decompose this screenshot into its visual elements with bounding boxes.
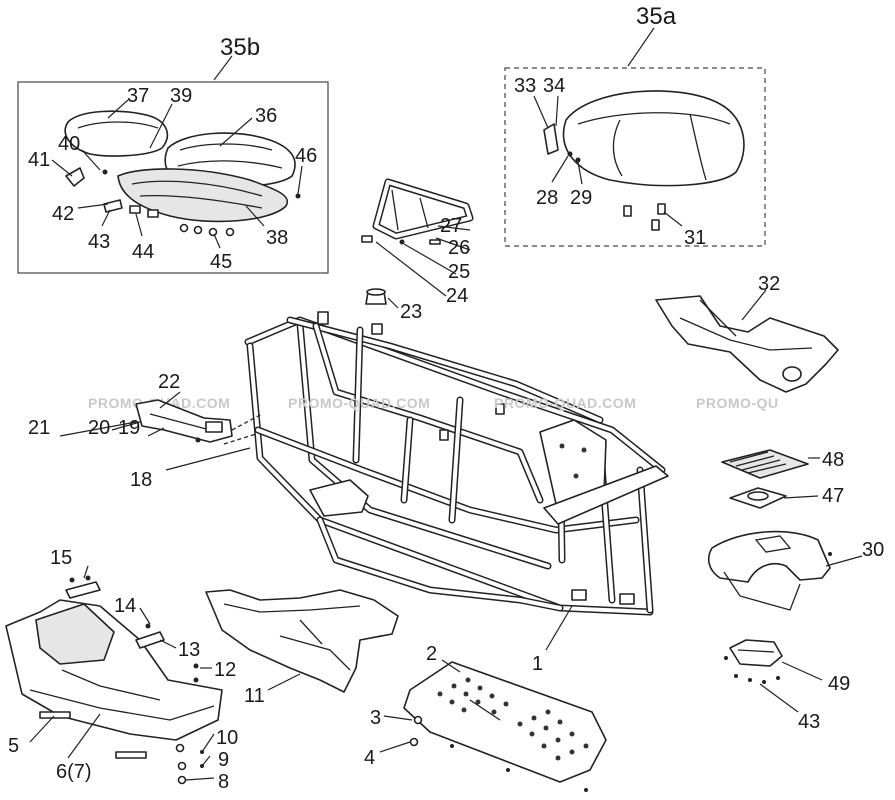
bolt-31b (657, 203, 666, 215)
latch-33 (543, 123, 559, 155)
seat-cushion-37 (64, 110, 169, 157)
watermark-4: PROMO-QU (696, 395, 779, 411)
seat-a-box (504, 67, 766, 247)
label-30: 30 (862, 539, 884, 561)
label-6-7: 6(7) (56, 761, 92, 783)
grommet-45a (179, 223, 189, 233)
bolt-31c (651, 219, 660, 231)
label-4: 4 (364, 747, 375, 769)
label-43-seat: 43 (88, 231, 110, 253)
footboard-2 (403, 661, 607, 783)
label-12: 12 (214, 659, 236, 681)
label-32: 32 (758, 273, 780, 295)
label-9: 9 (218, 749, 229, 771)
bushing-24 (361, 235, 373, 243)
label-44: 44 (132, 241, 154, 263)
seat-a-group: 35a 33 34 28 29 31 (504, 3, 766, 249)
label-45: 45 (210, 251, 232, 273)
clip-42 (103, 199, 123, 213)
plate-15 (65, 581, 101, 599)
cover-32-group: 32 (655, 273, 839, 393)
label-18: 18 (130, 469, 152, 491)
label-47: 47 (822, 485, 844, 507)
front-bar (543, 465, 669, 525)
seat-cushion-35a (562, 90, 745, 187)
label-25: 25 (448, 261, 470, 283)
seat-a-label: 35a (636, 3, 677, 30)
label-42: 42 (52, 203, 74, 225)
label-14: 14 (114, 595, 136, 617)
main-frame-1: 1 (244, 311, 669, 675)
mount-23-group: 23 (365, 288, 422, 323)
front-plate (539, 419, 607, 505)
label-33: 33 (514, 75, 536, 97)
cover-30 (707, 530, 831, 583)
footwell-group: 15 14 13 12 5 6(7) 10 9 8 (5, 547, 238, 793)
label-37: 37 (127, 85, 149, 107)
label-21: 21 (28, 417, 50, 439)
seat-b-group: 35b 37 39 36 (17, 34, 329, 274)
label-13: 13 (178, 639, 200, 661)
bolt-31a (623, 205, 632, 217)
label-36: 36 (255, 105, 277, 127)
watermark-2: PROMO-QUAD.COM (288, 395, 430, 411)
side-panel-11 (205, 589, 399, 693)
watermark-3: PROMO-QUAD.COM (494, 395, 636, 411)
label-5: 5 (8, 735, 19, 757)
label-27: 27 (440, 215, 462, 237)
side-panel-group: 11 (205, 589, 399, 707)
grommet-45c (208, 227, 218, 237)
label-15: 15 (50, 547, 72, 569)
label-34: 34 (543, 75, 565, 97)
label-28: 28 (536, 187, 558, 209)
label-31: 31 (684, 227, 706, 249)
label-26: 26 (448, 237, 470, 259)
bracket-41 (65, 167, 85, 187)
foot-bracket (309, 479, 369, 517)
label-41: 41 (28, 149, 50, 171)
footboard-holes (437, 677, 589, 761)
label-29: 29 (570, 187, 592, 209)
label-49: 49 (828, 673, 850, 695)
side-bracket-group: 22 21 20 19 18 (28, 371, 263, 491)
label-40: 40 (58, 133, 80, 155)
label-39: 39 (170, 85, 192, 107)
label-38: 38 (266, 227, 288, 249)
label-43-frame: 43 (798, 711, 820, 733)
label-48: 48 (822, 449, 844, 471)
label-10: 10 (216, 727, 238, 749)
label-22: 22 (158, 371, 180, 393)
grommet-45d (225, 227, 235, 237)
seat-b-box (17, 81, 329, 274)
pad-44b (147, 209, 159, 218)
label-8: 8 (218, 771, 229, 793)
label-2: 2 (426, 643, 437, 665)
label-20: 20 (88, 417, 110, 439)
label-11: 11 (244, 685, 265, 707)
label-19: 19 (118, 417, 140, 439)
plate-13 (135, 631, 165, 649)
label-46: 46 (295, 145, 317, 167)
rear-bracket-group: 27 26 25 24 (361, 178, 474, 307)
pad-44a (129, 205, 141, 214)
frame-49 (729, 639, 783, 667)
label-23: 23 (400, 301, 422, 323)
footboard-group: 2 3 4 (364, 643, 607, 792)
right-parts-group: 48 47 30 49 43 (707, 449, 884, 733)
grommet-45b (193, 225, 203, 235)
label-1: 1 (532, 653, 543, 675)
label-24: 24 (446, 285, 468, 307)
seat-b-label: 35b (220, 34, 260, 61)
label-3: 3 (370, 707, 381, 729)
watermark-group: PROMO-QUAD.COM PROMO-QUAD.COM PROMO-QUAD… (88, 395, 779, 411)
